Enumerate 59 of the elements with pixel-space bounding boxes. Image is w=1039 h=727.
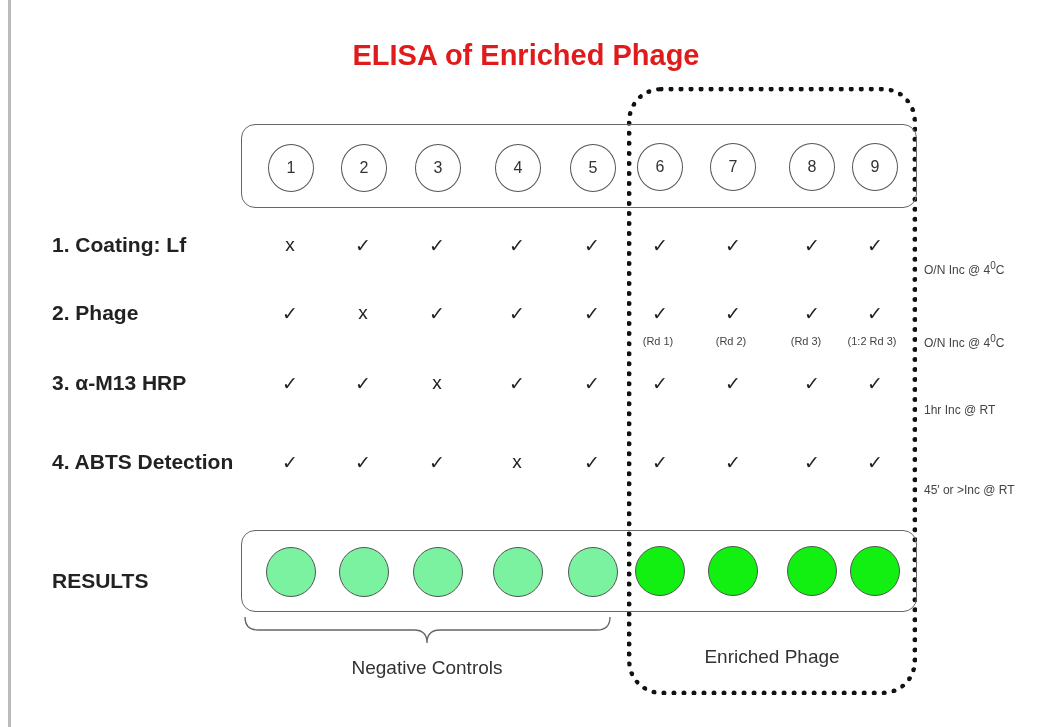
round-note: (Rd 3) — [790, 335, 822, 347]
table-mark: x — [358, 302, 368, 324]
row-heading: RESULTS — [52, 569, 149, 593]
result-well — [787, 546, 837, 596]
table-mark: ✓ — [355, 450, 371, 474]
table-mark: ✓ — [725, 233, 741, 257]
row-heading: 2. Phage — [52, 301, 139, 325]
table-mark: ✓ — [867, 371, 883, 395]
result-well — [266, 547, 316, 597]
table-mark: ✓ — [282, 371, 298, 395]
round-note: (Rd 1) — [642, 335, 674, 347]
result-well — [635, 546, 685, 596]
table-mark: ✓ — [429, 233, 445, 257]
table-mark: ✓ — [429, 450, 445, 474]
round-note: (1:2 Rd 3) — [847, 335, 897, 347]
table-mark: ✓ — [652, 371, 668, 395]
result-well — [850, 546, 900, 596]
table-mark: ✓ — [804, 450, 820, 474]
table-mark: ✓ — [282, 301, 298, 325]
table-mark: ✓ — [429, 301, 445, 325]
row-heading: 3. α-M13 HRP — [52, 371, 187, 395]
table-mark: ✓ — [867, 301, 883, 325]
table-mark: ✓ — [509, 371, 525, 395]
title: ELISA of Enriched Phage — [352, 38, 700, 72]
table-mark: ✓ — [725, 450, 741, 474]
table-mark: ✓ — [584, 371, 600, 395]
result-well — [413, 547, 463, 597]
round-note: (Rd 2) — [715, 335, 747, 347]
table-mark: ✓ — [804, 301, 820, 325]
table-mark: ✓ — [652, 450, 668, 474]
table-mark: ✓ — [509, 233, 525, 257]
group-label: Negative Controls — [351, 657, 503, 679]
result-well — [708, 546, 758, 596]
table-mark: ✓ — [282, 450, 298, 474]
table-mark: x — [512, 451, 522, 473]
table-mark: ✓ — [725, 371, 741, 395]
table-mark: ✓ — [804, 233, 820, 257]
table-mark: ✓ — [355, 371, 371, 395]
table-mark: ✓ — [725, 301, 741, 325]
table-mark: x — [432, 372, 442, 394]
table-mark: ✓ — [355, 233, 371, 257]
result-well — [339, 547, 389, 597]
result-well — [568, 547, 618, 597]
table-mark: ✓ — [867, 450, 883, 474]
result-well — [493, 547, 543, 597]
table-mark: x — [285, 234, 295, 256]
table-mark: ✓ — [509, 301, 525, 325]
table-mark: ✓ — [652, 233, 668, 257]
plate-row-box — [241, 124, 917, 208]
table-mark: ✓ — [584, 233, 600, 257]
table-mark: ✓ — [867, 233, 883, 257]
row-heading: 1. Coating: Lf — [52, 233, 187, 257]
group-label: Enriched Phage — [704, 646, 840, 668]
table-mark: ✓ — [584, 450, 600, 474]
table-mark: ✓ — [652, 301, 668, 325]
table-mark: ✓ — [584, 301, 600, 325]
dashed-group-box — [627, 87, 917, 695]
row-heading: 4. ABTS Detection — [52, 450, 234, 474]
table-mark: ✓ — [804, 371, 820, 395]
